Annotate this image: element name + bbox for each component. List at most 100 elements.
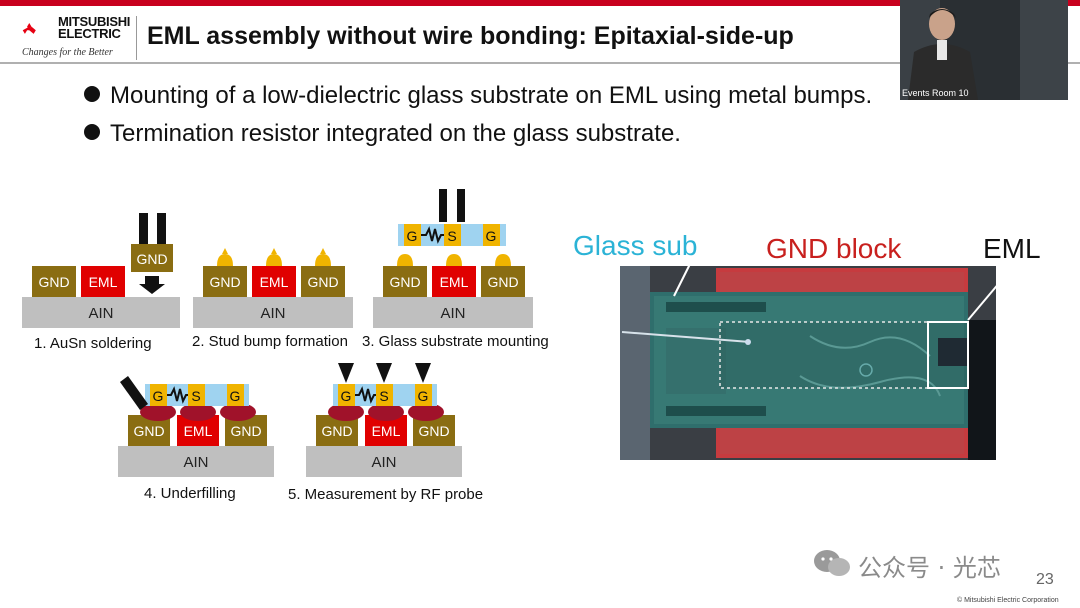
ain-substrate — [22, 297, 180, 328]
photo-label-gnd: GND block — [766, 233, 902, 264]
dispenser-needle — [120, 376, 148, 410]
underfill — [220, 403, 256, 421]
stud-bump — [446, 254, 462, 266]
g-pad — [150, 384, 167, 406]
s-pad — [188, 384, 205, 406]
s-pad — [444, 224, 461, 246]
video-room-label: Events Room 10 — [902, 88, 969, 98]
wechat-icon — [814, 550, 850, 576]
assembly-process-diagram: AIN GND EML GND AIN GND EML GND AIN GND … — [22, 189, 533, 477]
eml-label: EML — [372, 423, 401, 439]
assembly-photo-image — [620, 266, 996, 460]
ain-label: AIN — [88, 305, 113, 322]
underfill — [408, 403, 444, 421]
gnd-block — [481, 266, 525, 297]
ain-substrate — [306, 446, 462, 477]
bullet-dot-icon — [84, 124, 100, 140]
bullet-dot-icon — [84, 86, 100, 102]
gnd-block — [203, 266, 247, 297]
assembly-photo — [620, 266, 996, 460]
eml-chip — [252, 266, 296, 297]
gnd-block — [301, 266, 345, 297]
s-label: S — [191, 388, 200, 404]
gnd-label: GND — [136, 251, 167, 267]
arrow-down-icon — [139, 276, 165, 294]
tool-jaw — [157, 213, 166, 244]
bullet-item: Mounting of a low-dielectric glass subst… — [84, 82, 872, 110]
g-pad — [404, 224, 421, 246]
slide-title: EML assembly without wire bonding: Epita… — [147, 22, 794, 50]
tool-jaw — [139, 213, 148, 244]
gnd-label: GND — [38, 274, 69, 290]
underfill — [328, 403, 364, 421]
gnd-label: GND — [418, 423, 449, 439]
eml-label: EML — [440, 274, 469, 290]
tool-jaw — [439, 189, 447, 222]
stud-bump — [495, 254, 511, 266]
g-pad — [338, 384, 355, 406]
g-label: G — [407, 228, 418, 244]
step-caption: 1. AuSn soldering — [34, 335, 152, 352]
stud-bump — [266, 248, 282, 266]
step-caption: 4. Underfilling — [144, 485, 236, 502]
speaker-video — [900, 0, 1068, 100]
underfill — [140, 403, 176, 421]
g-pad — [227, 384, 244, 406]
photo-label-eml: EML — [983, 233, 1041, 264]
gnd-block — [383, 266, 427, 297]
underfill — [368, 403, 404, 421]
rf-probe-tip-icon — [376, 363, 392, 383]
ain-substrate — [193, 297, 353, 328]
gnd-label: GND — [133, 423, 164, 439]
g-label: G — [153, 388, 164, 404]
stud-bump — [217, 248, 233, 266]
gnd-label: GND — [209, 274, 240, 290]
eml-label: EML — [89, 274, 118, 290]
page-number: 23 — [1036, 571, 1054, 588]
gnd-label: GND — [487, 274, 518, 290]
copyright: © Mitsubishi Electric Corporation — [957, 597, 1059, 604]
gnd-block — [131, 244, 173, 272]
gnd-block — [32, 266, 76, 297]
g-label: G — [341, 388, 352, 404]
logo-tagline: Changes for the Better — [22, 47, 113, 58]
watermark-text: 公众号 · 光芯 — [858, 554, 1001, 582]
ain-substrate — [373, 297, 533, 328]
speaker-video-frame — [900, 0, 1068, 100]
underfill — [180, 403, 216, 421]
eml-label: EML — [260, 274, 289, 290]
logo-wordmark: MITSUBISHI ELECTRIC — [58, 14, 131, 41]
step-caption: 3. Glass substrate mounting — [362, 333, 549, 350]
ain-label: AIN — [440, 305, 465, 322]
eml-chip — [432, 266, 476, 297]
s-label: S — [379, 388, 388, 404]
header-divider — [136, 16, 137, 60]
ain-label: AIN — [260, 305, 285, 322]
rf-probe-tip-icon — [415, 363, 431, 383]
g-pad — [415, 384, 432, 406]
g-label: G — [230, 388, 241, 404]
ain-label: AIN — [371, 454, 396, 471]
eml-chip — [81, 266, 125, 297]
step-caption: 5. Measurement by RF probe — [288, 486, 484, 503]
resistor-icon — [167, 386, 188, 404]
gnd-label: GND — [321, 423, 352, 439]
stud-bump — [397, 254, 413, 266]
gnd-label: GND — [307, 274, 338, 290]
bullet-item: Termination resistor integrated on the g… — [84, 120, 681, 148]
s-label: S — [447, 228, 456, 244]
gnd-label: GND — [389, 274, 420, 290]
title-underline — [0, 62, 1080, 64]
gnd-label: GND — [230, 423, 261, 439]
rf-probe-tip-icon — [338, 363, 354, 383]
g-label: G — [418, 388, 429, 404]
photo-label-glass: Glass sub — [573, 230, 698, 261]
resistor-icon — [421, 226, 444, 244]
mitsubishi-logo-icon — [22, 23, 36, 34]
g-label: G — [486, 228, 497, 244]
s-pad — [376, 384, 393, 406]
resistor-icon — [355, 386, 376, 404]
stud-bump — [315, 248, 331, 266]
eml-label: EML — [184, 423, 213, 439]
g-pad — [483, 224, 500, 246]
